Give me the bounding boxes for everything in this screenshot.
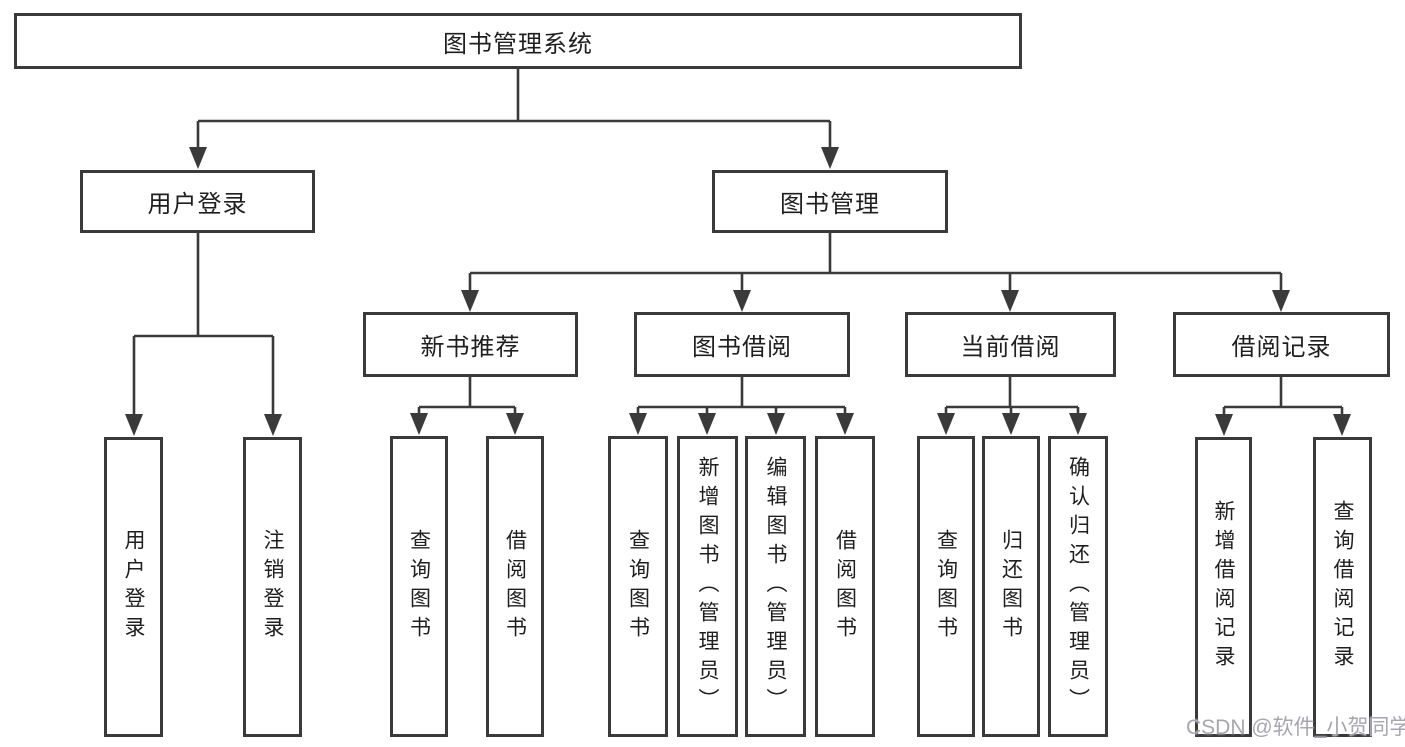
node-book-borrowing: 图书借阅	[634, 312, 850, 377]
node-current-borrowing: 当前借阅	[905, 312, 1116, 377]
leaf-return-books: 归还图书	[982, 436, 1040, 737]
csdn-watermark: CSDN @软件_小贺同学	[1186, 716, 1405, 739]
node-book-management: 图书管理	[712, 170, 948, 233]
leaf-query-borrow-record: 查询借阅记录	[1313, 437, 1372, 737]
leaf-borrow-books: 借阅图书	[815, 436, 875, 737]
leaf-query-books-current-label: 查询图书	[934, 528, 958, 645]
node-book-management-label: 图书管理	[780, 191, 880, 218]
node-user-login-label: 用户登录	[147, 191, 248, 218]
node-borrowing-records-label: 借阅记录	[1231, 334, 1332, 361]
leaf-add-borrow-record-label: 新增借阅记录	[1212, 500, 1235, 674]
leaf-query-books-borrowing: 查询图书	[608, 436, 668, 737]
leaf-logout: 注销登录	[243, 437, 302, 737]
leaf-add-book-admin: 新增图书（管理员）	[677, 436, 738, 737]
leaf-query-books-recommend-label: 查询图书	[407, 528, 431, 645]
leaf-edit-book-admin: 编辑图书（管理员）	[745, 436, 806, 737]
leaf-query-books-current: 查询图书	[917, 436, 975, 737]
leaf-borrow-books-recommend: 借阅图书	[486, 436, 544, 737]
leaf-add-borrow-record: 新增借阅记录	[1195, 437, 1252, 737]
leaf-user-login-label: 用户登录	[122, 529, 145, 645]
leaf-confirm-return-admin-label: 确认归还（管理员）	[1066, 456, 1090, 717]
leaf-edit-book-admin-label: 编辑图书（管理员）	[764, 456, 787, 717]
node-new-book-recommendation: 新书推荐	[363, 312, 578, 377]
node-current-borrowing-label: 当前借阅	[960, 334, 1061, 361]
leaf-confirm-return-admin: 确认归还（管理员）	[1048, 436, 1108, 737]
leaf-borrow-books-recommend-label: 借阅图书	[503, 528, 527, 645]
leaf-user-login: 用户登录	[104, 437, 163, 737]
node-root-system-label: 图书管理系统	[443, 30, 593, 58]
leaf-add-book-admin-label: 新增图书（管理员）	[696, 456, 719, 717]
arrowheads	[125, 147, 1351, 436]
leaf-borrow-books-label: 借阅图书	[833, 528, 857, 645]
leaf-return-books-label: 归还图书	[999, 528, 1023, 645]
node-user-login: 用户登录	[80, 170, 315, 233]
node-book-borrowing-label: 图书借阅	[692, 334, 792, 361]
node-root-system: 图书管理系统	[14, 13, 1022, 69]
leaf-query-borrow-record-label: 查询借阅记录	[1331, 500, 1354, 674]
leaf-query-books-borrowing-label: 查询图书	[626, 528, 650, 645]
leaf-query-books-recommend: 查询图书	[390, 436, 448, 737]
node-new-book-recommendation-label: 新书推荐	[420, 334, 521, 361]
leaf-logout-label: 注销登录	[261, 529, 284, 645]
node-borrowing-records: 借阅记录	[1173, 312, 1390, 377]
